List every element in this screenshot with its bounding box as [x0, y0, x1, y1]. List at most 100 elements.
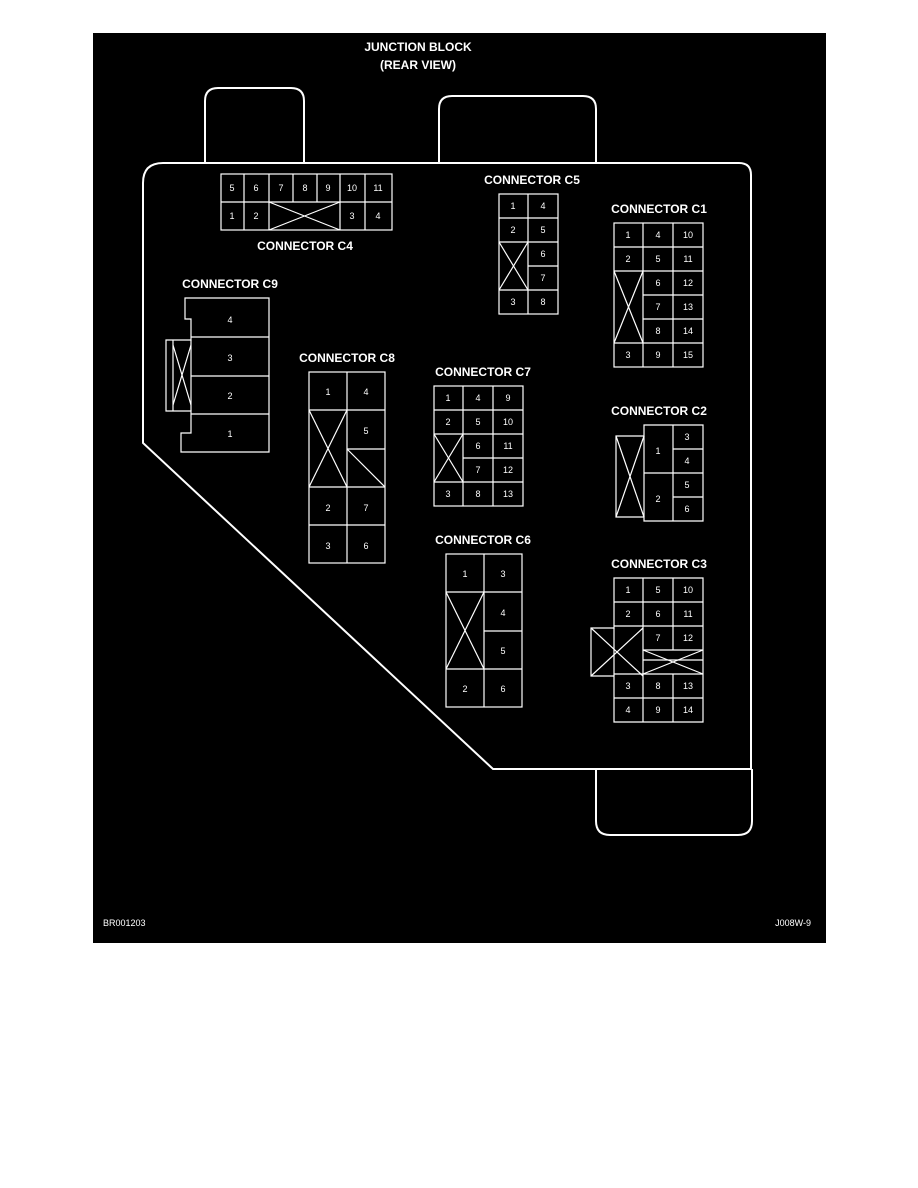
pin-label: 13	[683, 681, 693, 691]
pin-label: 4	[540, 201, 545, 211]
connector-c4: CONNECTOR C4 5 6 7 8 9 10 11 1 2 3 4	[220, 173, 393, 253]
pin-label: 11	[373, 183, 382, 193]
pin-label: 1	[655, 446, 660, 456]
connector-c9-label: CONNECTOR C9	[182, 277, 278, 291]
pin-label: 10	[503, 417, 513, 427]
connector-c6: CONNECTOR C6 1 3 4 5 2 6	[435, 533, 531, 708]
pin-label: 1	[229, 211, 234, 221]
pin-label: 2	[625, 254, 630, 264]
pin-label: 12	[503, 465, 513, 475]
pin-label: 1	[325, 387, 330, 397]
top-right-tab	[438, 95, 597, 163]
pin-label: 2	[227, 391, 232, 401]
pin-label: 6	[540, 249, 545, 259]
pin-label: 7	[655, 633, 660, 643]
pin-label: 6	[500, 684, 505, 694]
connector-c1: CONNECTOR C1 1 4 10 2 5 11 6 12 7 13 8 1…	[611, 202, 707, 368]
connector-c2: CONNECTOR C2 1 2 3 4 5 6	[611, 404, 707, 522]
junction-block-outline	[142, 162, 752, 770]
pin-label: 12	[683, 278, 693, 288]
diagram-subtitle: (REAR VIEW)	[380, 58, 456, 72]
pin-label: 2	[462, 684, 467, 694]
pin-label: 7	[475, 465, 480, 475]
pin-label: 13	[503, 489, 513, 499]
pin-label: 15	[683, 350, 693, 360]
pin-label: 7	[278, 183, 283, 193]
pin-label: 13	[683, 302, 693, 312]
pin-label: 3	[325, 541, 330, 551]
pin-label: 7	[655, 302, 660, 312]
pin-label: 1	[510, 201, 515, 211]
top-left-tab	[204, 87, 305, 163]
pin-label: 4	[684, 456, 689, 466]
pin-label: 14	[683, 326, 693, 336]
pin-label: 3	[684, 432, 689, 442]
pin-label: 2	[325, 503, 330, 513]
pin-label: 11	[683, 254, 692, 264]
pin-label: 4	[475, 393, 480, 403]
pin-label: 9	[655, 705, 660, 715]
pin-label: 1	[462, 569, 467, 579]
pin-label: 5	[655, 585, 660, 595]
pin-label: 3	[625, 681, 630, 691]
diagram-title: JUNCTION BLOCK	[364, 40, 472, 54]
connector-c8: CONNECTOR C8 1 4 5 2 7 3 6	[299, 351, 395, 564]
pin-label: 4	[655, 230, 660, 240]
pin-label: 2	[253, 211, 258, 221]
pin-label: 1	[227, 429, 232, 439]
figure-code-left: BR001203	[103, 918, 146, 928]
pin-label: 7	[540, 273, 545, 283]
pin-label: 10	[347, 183, 357, 193]
connector-c8-label: CONNECTOR C8	[299, 351, 395, 365]
pin-label: 11	[683, 609, 692, 619]
pin-label: 5	[540, 225, 545, 235]
connector-c5: CONNECTOR C5 1 4 2 5 6 7 3 8	[484, 173, 580, 315]
pin-label: 9	[325, 183, 330, 193]
connector-c7-label: CONNECTOR C7	[435, 365, 531, 379]
diagram-canvas: JUNCTION BLOCK (REAR VIEW) CONNECTOR C4 …	[103, 40, 811, 928]
pin-label: 6	[655, 278, 660, 288]
pin-label: 5	[363, 426, 368, 436]
pin-label: 12	[683, 633, 693, 643]
pin-label: 9	[505, 393, 510, 403]
connector-c4-label: CONNECTOR C4	[257, 239, 353, 253]
pin-label: 11	[503, 441, 512, 451]
pin-label: 10	[683, 230, 693, 240]
connector-c2-label: CONNECTOR C2	[611, 404, 707, 418]
pin-label: 6	[363, 541, 368, 551]
pin-label: 8	[655, 326, 660, 336]
pin-label: 4	[375, 211, 380, 221]
junction-block-diagram: JUNCTION BLOCK (REAR VIEW) CONNECTOR C4 …	[93, 33, 826, 943]
pin-label: 2	[445, 417, 450, 427]
pin-label: 1	[625, 230, 630, 240]
pin-label: 4	[227, 315, 232, 325]
pin-label: 8	[475, 489, 480, 499]
pin-label: 4	[625, 705, 630, 715]
pin-label: 3	[625, 350, 630, 360]
connector-c3-label: CONNECTOR C3	[611, 557, 707, 571]
pin-label: 2	[510, 225, 515, 235]
pin-label: 2	[655, 494, 660, 504]
pin-label: 4	[363, 387, 368, 397]
pin-label: 3	[227, 353, 232, 363]
pin-label: 1	[445, 393, 450, 403]
figure-code-right: J008W-9	[775, 918, 811, 928]
pin-label: 5	[475, 417, 480, 427]
pin-label: 6	[475, 441, 480, 451]
bottom-tab	[595, 769, 753, 836]
connector-c3: CONNECTOR C3 1 5 10 2 6 11 7 12 3 8 13 4…	[590, 557, 707, 723]
connector-c7: CONNECTOR C7 1 4 9 2 5 10 6 11 7 12 3 8 …	[433, 365, 531, 507]
pin-label: 5	[229, 183, 234, 193]
connector-c5-label: CONNECTOR C5	[484, 173, 580, 187]
pin-label: 9	[655, 350, 660, 360]
connector-c9: CONNECTOR C9 4 3 2 1	[165, 277, 278, 453]
pin-label: 6	[655, 609, 660, 619]
pin-label: 4	[500, 608, 505, 618]
pin-label: 14	[683, 705, 693, 715]
connector-c1-label: CONNECTOR C1	[611, 202, 707, 216]
connector-c6-label: CONNECTOR C6	[435, 533, 531, 547]
pin-label: 3	[349, 211, 354, 221]
pin-label: 3	[510, 297, 515, 307]
pin-label: 10	[683, 585, 693, 595]
pin-label: 6	[253, 183, 258, 193]
